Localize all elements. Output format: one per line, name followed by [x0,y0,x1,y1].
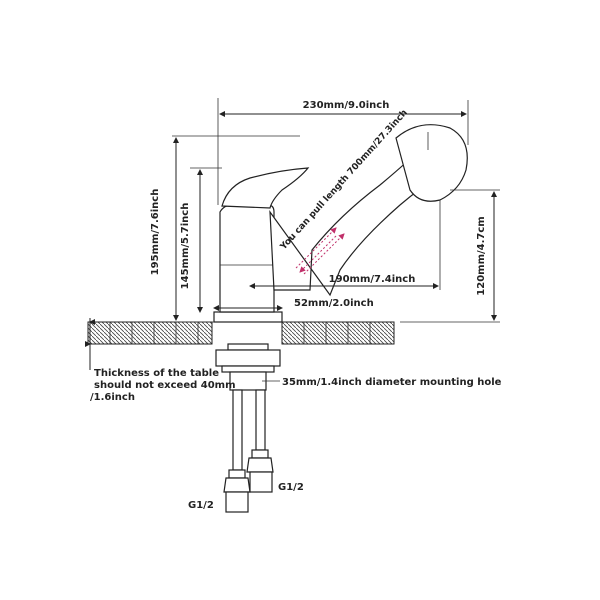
table-note-line3: /1.6inch [90,392,135,403]
faucet-body [213,124,468,323]
spout-height-dimension [400,189,500,323]
pull-arrows [295,227,345,275]
table-note-line2: should not exceed 40mm [94,380,236,391]
body-height-label: 145mm/5.7inch [180,203,191,290]
countertop [87,321,395,345]
reach-dimension [249,200,441,290]
base-label: 52mm/2.0inch [294,298,374,309]
table-note-line1: Thickness of the table [94,368,219,379]
spout-height-label: 120mm/4.7cm [476,216,487,295]
supply-hoses [223,389,274,513]
total-height-label: 195mm/7.6inch [150,189,161,276]
mounting-nut [215,343,281,391]
connector-right-label: G1/2 [278,482,304,493]
width-label: 230mm/9.0inch [303,100,390,111]
total-height-dimension [172,135,300,323]
width-dimension [217,98,469,205]
mounting-hole-label: 35mm/1.4inch diameter mounting hole [282,377,502,388]
body-height-dimension [190,167,222,313]
reach-label: 190mm/7.4inch [329,274,416,285]
connector-left-label: G1/2 [188,500,214,511]
